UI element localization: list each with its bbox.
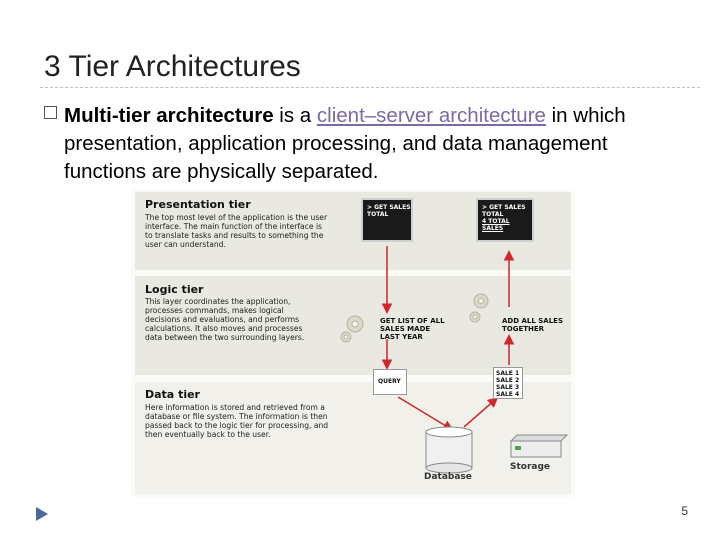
monitor-left-line-1: > GET SALES xyxy=(367,204,411,211)
storage-icon xyxy=(509,434,569,458)
database-icon xyxy=(425,426,473,474)
sales-list-document xyxy=(493,367,523,399)
data-tier-band xyxy=(135,382,571,494)
bullet-marker xyxy=(44,106,57,119)
monitor-right-line-1: > GET SALES xyxy=(482,204,526,211)
monitor-left-line-2: TOTAL xyxy=(367,211,389,218)
database-caption: Database xyxy=(424,472,472,482)
logic-tier-title: Logic tier xyxy=(145,283,204,296)
page-number: 5 xyxy=(681,504,688,518)
sales-list: SALE 1 SALE 2 SALE 3 SALE 4 xyxy=(496,370,520,398)
monitor-right-line-3: 4 TOTAL SALES xyxy=(482,218,510,232)
client-server-link[interactable]: client–server architecture xyxy=(316,104,546,127)
next-slide-arrow-icon[interactable] xyxy=(36,507,48,521)
presentation-tier-title: Presentation tier xyxy=(145,198,251,211)
diagram-graphics xyxy=(340,246,569,474)
query-document xyxy=(373,369,407,395)
data-tier-title: Data tier xyxy=(145,388,200,401)
three-tier-diagram: Presentation tier The top most level of … xyxy=(131,189,575,497)
monitor-right-line-2: TOTAL xyxy=(482,211,504,218)
title-divider xyxy=(40,87,700,88)
bullet-text-1: is a xyxy=(273,104,317,127)
gear-icon-right xyxy=(469,293,489,323)
logic-tier-description: This layer coordinates the application, … xyxy=(145,297,305,342)
get-list-label: GET LIST OF ALL SALES MADE LAST YEAR xyxy=(380,317,445,341)
presentation-tier-description: The top most level of the application is… xyxy=(145,213,328,249)
data-tier-description: Here information is stored and retrieved… xyxy=(145,403,329,439)
query-label: QUERY xyxy=(378,378,401,385)
slide-title: 3 Tier Architectures xyxy=(44,50,301,83)
bullet-text-2: in which presentation, application proce… xyxy=(64,104,626,183)
bullet-paragraph: Multi-tier architecture is a client–serv… xyxy=(64,102,674,186)
bullet-term: Multi-tier architecture xyxy=(64,104,274,127)
storage-caption: Storage xyxy=(510,462,551,472)
add-sales-label: ADD ALL SALES TOGETHER xyxy=(502,317,563,333)
gear-icon-left xyxy=(340,315,364,343)
